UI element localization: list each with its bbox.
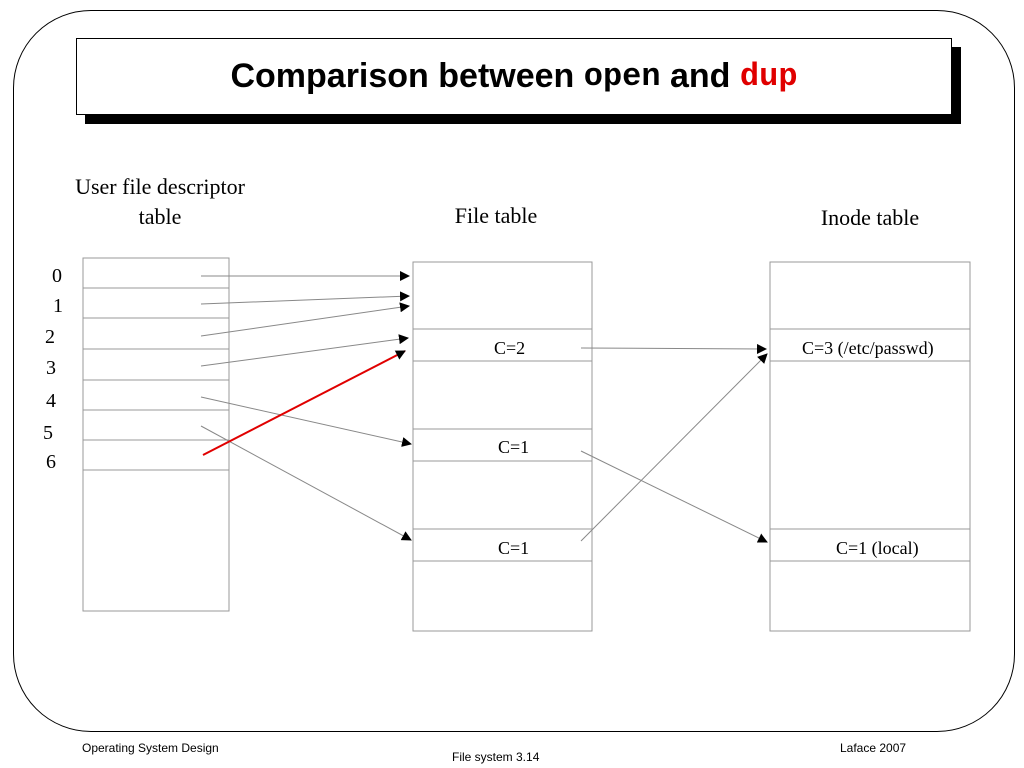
heading-user-fd-table: User file descriptor table [75, 174, 245, 229]
fd-index-6: 6 [46, 451, 56, 473]
title-term-open: open [583, 58, 661, 95]
fd-index-0: 0 [52, 265, 62, 287]
inode-table-box [769, 261, 971, 632]
inode-entry-passwd: C=3 (/etc/passwd) [802, 338, 934, 358]
footer-course: Operating System Design [82, 741, 219, 755]
arrow-file2-inode2 [580, 450, 768, 543]
title-prefix: Comparison between [230, 57, 584, 95]
fd-to-file-arrows [200, 271, 412, 541]
arrow-file1-inode1 [580, 343, 767, 354]
title-conjunction: and [660, 57, 740, 95]
inode-entry-local: C=1 (local) [836, 538, 919, 558]
file-table [412, 261, 593, 632]
inode-table [769, 261, 971, 632]
slide-frame [13, 10, 1015, 732]
file-entry-2-count: C=1 [498, 437, 530, 457]
arrow-fd4 [200, 396, 412, 447]
file-entry-3-count: C=1 [498, 538, 530, 558]
fd-index-3: 3 [46, 357, 56, 379]
arrow-fd1 [200, 291, 410, 305]
file-table-box [412, 261, 593, 632]
fd-index-5: 5 [43, 422, 53, 444]
fd-index-4: 4 [46, 390, 56, 412]
arrow-fd3 [200, 334, 409, 367]
slide-title: Comparison between open and dup [76, 38, 952, 115]
arrow-dup-fd6 [202, 350, 406, 456]
footer-author: Laface 2007 [840, 741, 907, 755]
fd-index-2: 2 [45, 326, 55, 348]
file-to-inode-arrows [580, 343, 768, 543]
fd-index-1: 1 [53, 295, 63, 317]
user-fd-table [82, 257, 230, 612]
arrow-file3-inode1 [580, 353, 768, 542]
heading-inode-table: Inode table [820, 205, 920, 230]
user-fd-table-box [82, 257, 230, 612]
arrow-fd5 [200, 425, 412, 541]
file-entry-1-count: C=2 [494, 338, 526, 358]
footer-page-number: File system 3.14 [452, 750, 540, 764]
arrow-fd2 [200, 302, 410, 337]
heading-file-table: File table [454, 203, 538, 228]
title-term-dup: dup [739, 58, 798, 95]
